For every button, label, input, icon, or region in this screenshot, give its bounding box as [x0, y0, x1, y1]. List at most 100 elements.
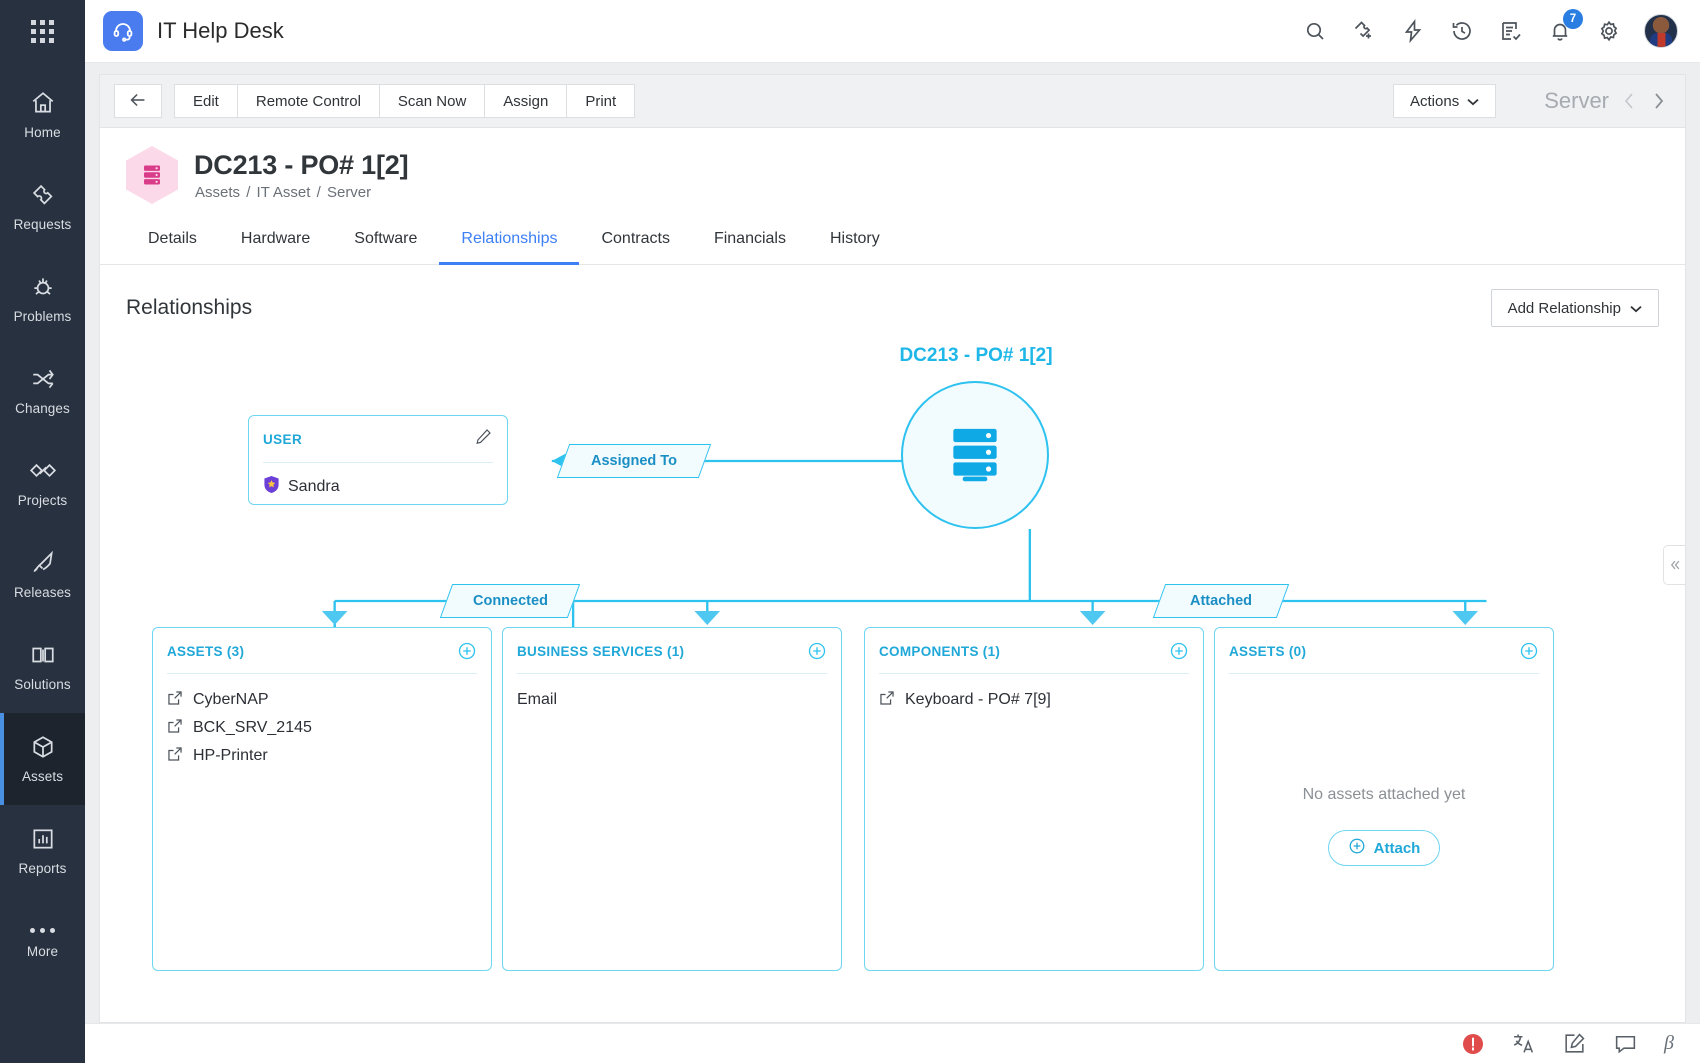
list-item[interactable]: HP-Printer — [167, 742, 477, 770]
user-entry-label: Sandra — [288, 478, 340, 495]
shuffle-icon — [30, 366, 56, 392]
tab-relationships[interactable]: Relationships — [439, 220, 580, 265]
sidebar-item-problems[interactable]: Problems — [0, 253, 85, 345]
divider — [517, 673, 827, 674]
page-title: DC213 - PO# 1[2] — [194, 149, 409, 180]
scan-now-button[interactable]: Scan Now — [379, 84, 486, 118]
external-link-icon — [167, 718, 183, 739]
assign-button[interactable]: Assign — [485, 84, 568, 118]
panel-item-list: Keyboard - PO# 7[9] — [879, 674, 1189, 714]
app-title: IT Help Desk — [157, 18, 284, 43]
record-tabs: Details Hardware Software Relationships … — [100, 220, 1685, 265]
list-item[interactable]: BCK_SRV_2145 — [167, 714, 477, 742]
attach-button[interactable]: Attach — [1328, 830, 1440, 866]
chevron-left-double-icon[interactable] — [1663, 545, 1685, 585]
list-item[interactable]: CyberNAP — [167, 686, 477, 714]
beta-icon[interactable]: β — [1664, 1032, 1674, 1054]
chevron-right-icon[interactable] — [1650, 90, 1667, 112]
section-title: Relationships — [126, 296, 253, 319]
bottom-bar: β — [85, 1023, 1700, 1063]
user-avatar[interactable] — [1644, 14, 1678, 48]
actions-dropdown-button[interactable]: Actions — [1393, 84, 1497, 118]
sidebar-item-releases[interactable]: Releases — [0, 529, 85, 621]
tab-contracts[interactable]: Contracts — [601, 230, 670, 247]
relationships-body: Relationships Add Relationship — [100, 265, 1685, 1022]
panel-title: BUSINESS SERVICES (1) — [517, 643, 685, 659]
breadcrumb-item-assets[interactable]: Assets — [195, 183, 241, 201]
server-rack-icon — [126, 146, 178, 204]
print-button[interactable]: Print — [567, 84, 636, 118]
diagram-root-node[interactable] — [901, 381, 1049, 529]
chevron-left-icon[interactable] — [1621, 90, 1638, 112]
settings-gear-icon[interactable] — [1595, 18, 1622, 45]
sidebar-items: Home Requests Problems Changes — [0, 63, 85, 989]
sidebar-item-more[interactable]: More — [0, 897, 85, 989]
more-dots-icon — [30, 927, 55, 933]
list-item[interactable]: Keyboard - PO# 7[9] — [879, 686, 1189, 714]
plus-circle-icon[interactable] — [1519, 641, 1539, 661]
breadcrumb-separator: / — [246, 183, 251, 201]
section-header: Relationships Add Relationship — [126, 289, 1659, 327]
quick-actions-icon[interactable] — [1399, 18, 1426, 45]
pencil-icon[interactable] — [474, 427, 493, 451]
sidebar-item-label: Projects — [17, 493, 68, 508]
relationship-panel-assets-attached: ASSETS (0) No assets attached yet Attach — [1214, 627, 1554, 971]
sidebar-item-label: Requests — [13, 217, 72, 232]
ticket-icon — [30, 182, 56, 208]
plus-circle-icon[interactable] — [1169, 641, 1189, 661]
divider — [263, 462, 493, 463]
sidebar-item-changes[interactable]: Changes — [0, 345, 85, 437]
shield-star-icon — [263, 475, 280, 499]
sidebar-item-assets[interactable]: Assets — [0, 713, 85, 805]
notification-badge: 7 — [1563, 8, 1583, 29]
remote-control-button[interactable]: Remote Control — [237, 84, 380, 118]
history-icon[interactable] — [1448, 18, 1475, 45]
brand[interactable]: IT Help Desk — [103, 11, 284, 51]
relationship-diagram: DC213 - PO# 1[2] — [126, 333, 1659, 1022]
list-item-label: Email — [517, 691, 558, 708]
tab-details[interactable]: Details — [148, 230, 197, 247]
external-link-icon — [167, 746, 183, 767]
panel-title: ASSETS (3) — [167, 643, 245, 659]
notes-icon[interactable] — [1562, 1031, 1587, 1056]
relationship-panel-components: COMPONENTS (1) Keyboard - PO# — [864, 627, 1204, 971]
sidebar-item-reports[interactable]: Reports — [0, 805, 85, 897]
add-relationship-button[interactable]: Add Relationship — [1490, 289, 1659, 327]
divider — [167, 673, 477, 674]
new-ticket-icon[interactable] — [1350, 18, 1377, 45]
sidebar-item-requests[interactable]: Requests — [0, 161, 85, 253]
tab-software[interactable]: Software — [354, 230, 418, 247]
edit-button[interactable]: Edit — [174, 84, 238, 118]
sidebar-item-projects[interactable]: Projects — [0, 437, 85, 529]
notifications-icon[interactable]: 7 — [1546, 8, 1583, 45]
home-icon — [30, 90, 56, 116]
breadcrumb: Assets / IT Asset / Server — [194, 184, 408, 201]
tab-hardware[interactable]: Hardware — [240, 230, 311, 247]
tab-history[interactable]: History — [829, 230, 880, 247]
panel-item-list: Email — [517, 674, 827, 714]
back-button[interactable] — [114, 84, 162, 118]
tab-financials[interactable]: Financials — [713, 230, 786, 247]
connector-label-assigned-to: Assigned To — [556, 444, 712, 478]
search-icon[interactable] — [1301, 18, 1328, 45]
plus-circle-icon[interactable] — [457, 641, 477, 661]
breadcrumb-item-it-asset[interactable]: IT Asset — [256, 183, 311, 201]
diagram-root-label: DC213 - PO# 1[2] — [899, 345, 1053, 366]
plus-circle-icon — [1348, 837, 1366, 859]
apps-grid-button[interactable] — [0, 0, 85, 63]
list-item[interactable]: Email — [517, 686, 827, 714]
plus-circle-icon[interactable] — [807, 641, 827, 661]
alert-icon[interactable] — [1461, 1032, 1485, 1056]
relationship-panel-assets-connected: ASSETS (3) CyberNAP — [152, 627, 492, 971]
chat-icon[interactable] — [1613, 1031, 1638, 1056]
translate-icon[interactable] — [1511, 1031, 1536, 1056]
sidebar-item-label: More — [26, 943, 59, 959]
projects-icon — [29, 458, 56, 484]
user-entry[interactable]: Sandra — [263, 475, 493, 499]
sidebar-item-home[interactable]: Home — [0, 69, 85, 161]
record-navigation: Server — [1544, 88, 1667, 114]
sidebar-item-label: Home — [24, 125, 61, 140]
sidebar-item-solutions[interactable]: Solutions — [0, 621, 85, 713]
breadcrumb-item-server[interactable]: Server — [326, 183, 372, 201]
tasks-icon[interactable] — [1497, 18, 1524, 45]
